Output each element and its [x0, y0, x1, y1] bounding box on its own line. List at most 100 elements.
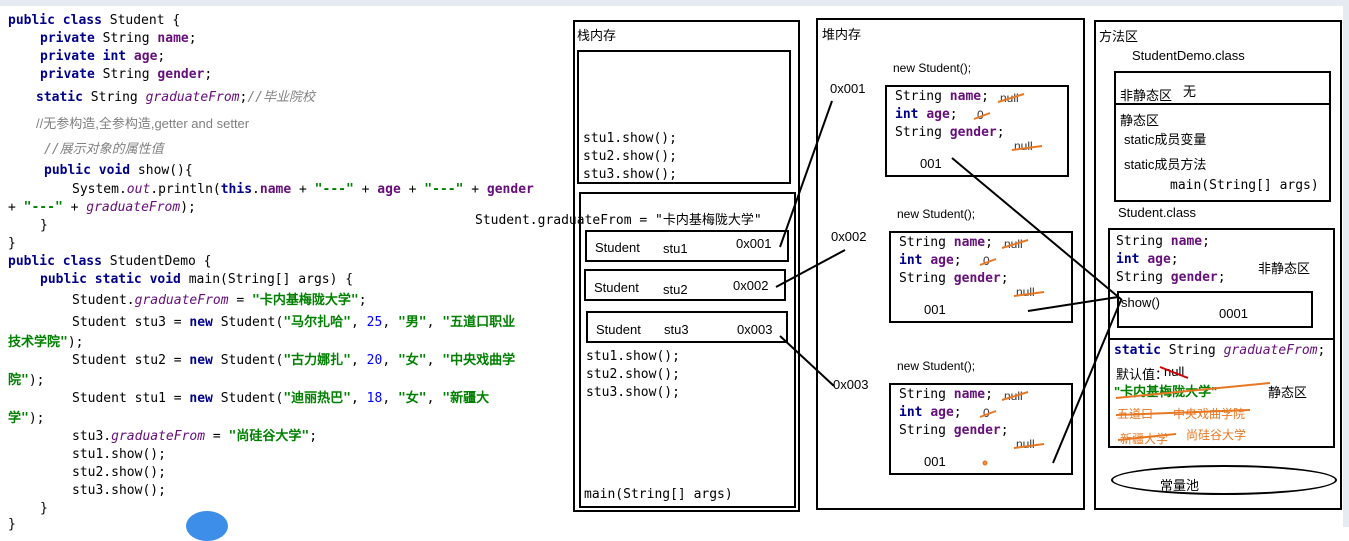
code-line-21: 学"); — [8, 411, 45, 426]
class-field-name: String name; — [1116, 234, 1210, 249]
code-line-27: } — [8, 517, 16, 532]
default-label: 默认值： — [1116, 367, 1169, 382]
show-method-ref: 0001 — [1219, 306, 1248, 321]
obj-field-age: int age; — [899, 253, 962, 268]
var-addr: 0x001 — [736, 236, 772, 251]
heap-ctor-2: new Student(); — [897, 207, 976, 221]
static-label: 静态区 — [1120, 113, 1160, 128]
strike-mark — [1115, 409, 1251, 416]
var-addr: 0x002 — [733, 278, 769, 293]
strike-mark — [973, 112, 991, 120]
code-line-23: stu1.show(); — [72, 447, 166, 462]
connector-layer — [775, 93, 1271, 466]
constant-pool-ellipse — [1111, 465, 1337, 495]
code-line-11: } — [40, 218, 48, 233]
demo-static-area — [1114, 103, 1331, 202]
code-line-16: Student stu3 = new Student("马尔扎哈", 25, "… — [72, 315, 516, 330]
code-line-14: public static void main(String[] args) { — [40, 272, 354, 287]
code-line-19: 院"); — [8, 373, 45, 388]
demo-main-sig: main(String[] args) — [1170, 178, 1319, 193]
code-line-26: } — [40, 501, 48, 516]
stack-var-stu1 — [585, 230, 789, 262]
strike-mark-red — [1159, 366, 1189, 379]
non-static-region-label: 非静态区 — [1258, 261, 1311, 276]
strike-mark — [1117, 433, 1177, 441]
static-region-label: 静态区 — [1268, 385, 1308, 400]
code-line-10: + "---" + graduateFrom); — [8, 200, 196, 215]
zero-value: 0 — [983, 254, 990, 268]
class-ref: 001 — [920, 156, 942, 171]
obj-field-age: int age; — [895, 107, 958, 122]
obj-field-name: String name; — [899, 387, 993, 402]
zero-value: 0 — [983, 406, 990, 420]
code-line-18: Student stu2 = new Student("古力娜扎", 20, "… — [72, 353, 516, 368]
var-name: stu1 — [663, 241, 688, 256]
var-type: Student — [596, 322, 641, 337]
code-line-1: public class Student { — [8, 13, 181, 28]
demo-class-label: StudentDemo.class — [1132, 48, 1245, 63]
heap-addr-3: 0x003 — [833, 377, 869, 392]
method-area-box — [1094, 20, 1342, 510]
method-area-title: 方法区 — [1099, 29, 1139, 44]
stack-top-call-2: stu2.show(); — [583, 149, 677, 164]
window-frame — [0, 0, 1349, 527]
stray-dot — [982, 460, 988, 466]
code-line-9: System.out.println(this.name + "---" + a… — [72, 182, 534, 197]
heap-ctor-1: new Student(); — [893, 61, 972, 75]
main-call-1: stu1.show(); — [586, 349, 680, 364]
arrow-stu3-0x003 — [779, 335, 835, 387]
arrow-stu2-0x002 — [775, 249, 846, 288]
stack-memory-box — [573, 20, 800, 512]
main-call-3: stu3.show(); — [586, 385, 680, 400]
strike-mark — [1001, 239, 1029, 249]
code-line-12: } — [8, 236, 16, 251]
strike-mark — [1013, 291, 1045, 297]
var-type: Student — [594, 280, 639, 295]
main-signature: main(String[] args) — [584, 487, 733, 502]
obj-field-name: String name; — [895, 89, 989, 104]
heap-title: 堆内存 — [822, 27, 862, 42]
code-line-17: 技术学院"); — [8, 335, 84, 350]
code-line-7: //展示对象的属性值 — [44, 142, 164, 157]
strike-mark — [979, 410, 997, 418]
stack-top-call-3: stu3.show(); — [583, 167, 677, 182]
stack-top-call-1: stu1.show(); — [583, 131, 677, 146]
static-method-label: static成员方法 — [1124, 157, 1207, 172]
stack-frame-top — [577, 50, 791, 184]
heap-object-1 — [885, 85, 1069, 177]
code-line-24: stu2.show(); — [72, 465, 166, 480]
heap-addr-2: 0x002 — [831, 229, 867, 244]
strike-mark — [1013, 443, 1045, 449]
var-name: stu3 — [664, 322, 689, 337]
stack-static-assign: Student.graduateFrom = "卡内基梅陇大学" — [475, 209, 762, 228]
field-name: name — [949, 89, 982, 104]
heap-addr-1: 0x001 — [830, 81, 866, 96]
static-value-5: 尚硅谷大学 — [1186, 428, 1247, 442]
code-line-2: private String name; — [40, 31, 197, 46]
heap-object-2 — [889, 231, 1073, 323]
stack-static-assign-text: Student.graduateFrom = "卡内基梅陇大学" — [475, 213, 762, 228]
code-line-3: private int age; — [40, 49, 166, 64]
stack-var-stu2 — [584, 269, 786, 301]
code-line-13: public class StudentDemo { — [8, 254, 212, 269]
strike-mark — [979, 258, 997, 266]
obj-field-gender: String gender; — [899, 271, 1009, 286]
non-static-value: 无 — [1183, 84, 1197, 99]
heap-ctor-3: new Student(); — [897, 359, 976, 373]
static-var-label: static成员变量 — [1124, 132, 1207, 147]
student-static-box — [1108, 338, 1335, 448]
strike-mark — [1001, 391, 1029, 401]
class-ref: 001 — [924, 454, 946, 469]
obj-field-gender: String gender; — [899, 423, 1009, 438]
class-field-gender: String gender; — [1116, 270, 1226, 285]
code-line-5: static String graduateFrom;//毕业院校 — [36, 90, 315, 105]
stack-var-stu3 — [586, 311, 788, 343]
main-call-2: stu2.show(); — [586, 367, 680, 382]
class-field-age: int age; — [1116, 252, 1179, 267]
code-line-4: private String gender; — [40, 67, 213, 82]
obj-field-gender: String gender; — [895, 125, 1005, 140]
strike-mark — [1115, 382, 1271, 399]
student-class-label: Student.class — [1118, 205, 1197, 220]
arrow-obj1-class — [951, 157, 1123, 301]
zero-value: 0 — [977, 108, 984, 122]
